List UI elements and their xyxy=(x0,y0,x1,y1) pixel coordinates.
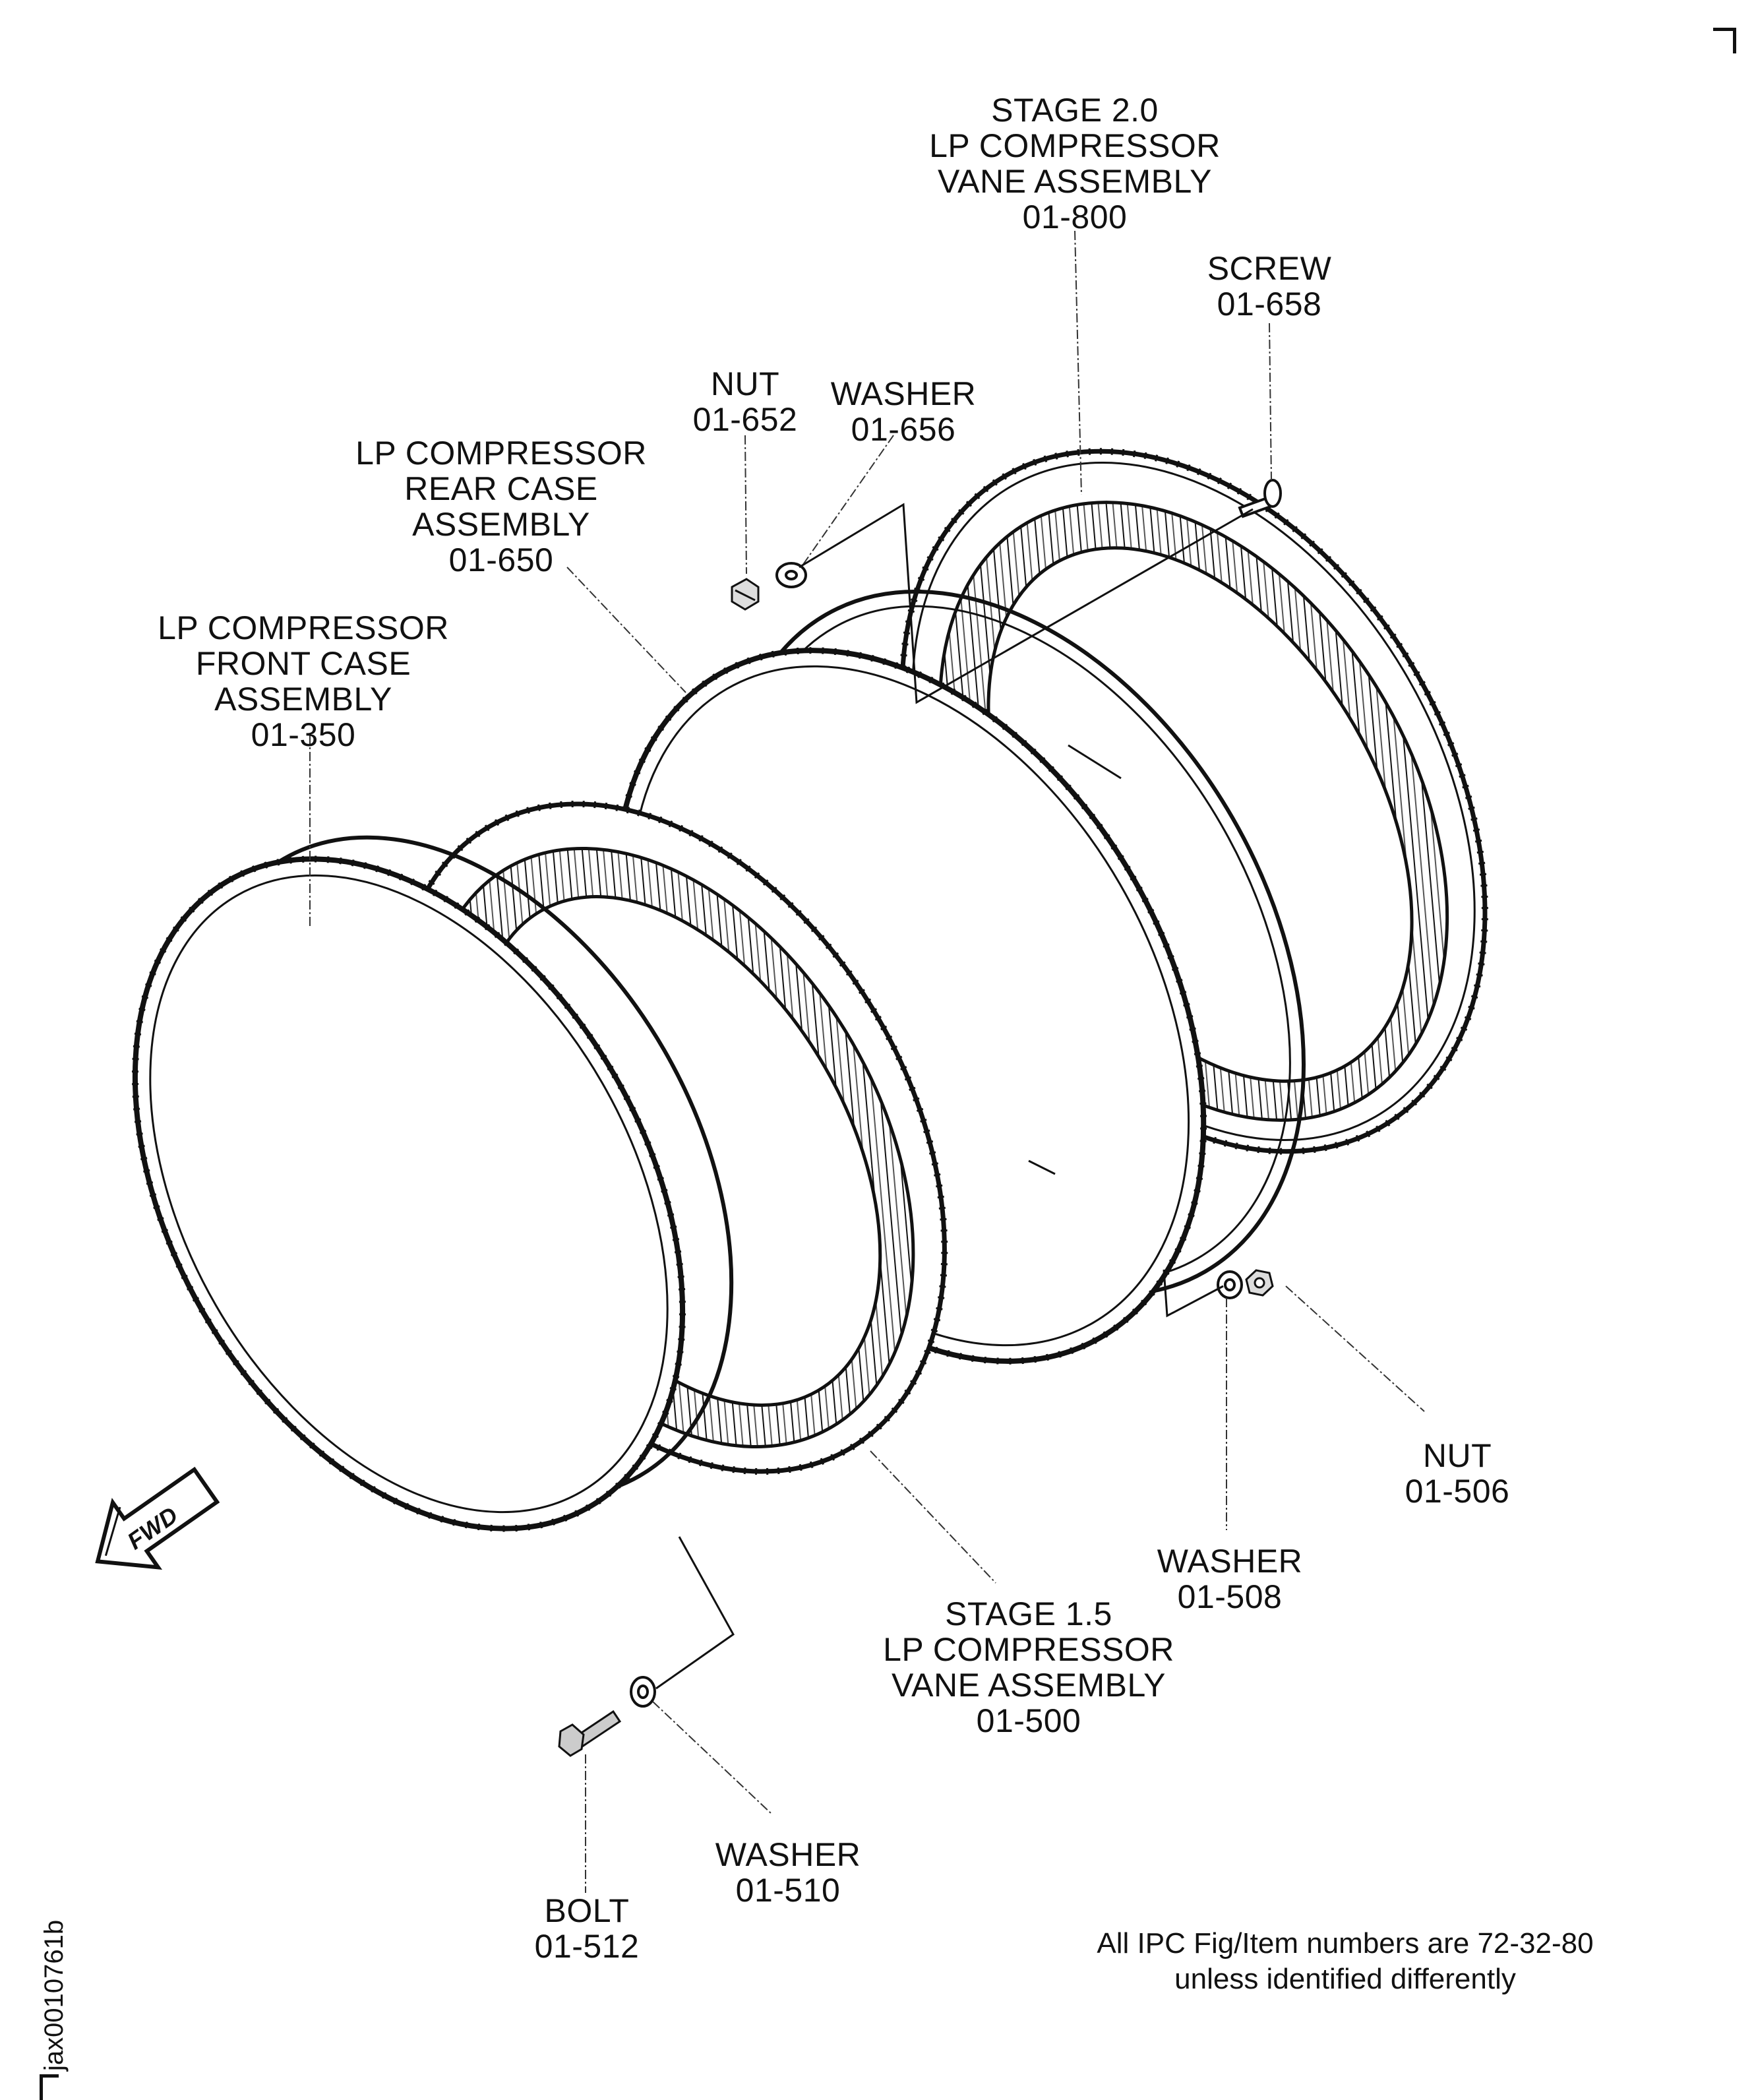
bolt-01-512-part xyxy=(558,1710,622,1757)
washer-01-656-part xyxy=(775,562,807,588)
figure-id: jax0010761b xyxy=(40,1919,69,2071)
nut-01-506-part xyxy=(1245,1269,1274,1297)
ipc-note: All IPC Fig/Item numbers are 72-32-80 un… xyxy=(1097,1927,1594,1995)
front-case-assembly xyxy=(131,835,734,1532)
leader-lines xyxy=(309,230,1425,1893)
bracket-lines xyxy=(655,503,1254,1690)
nut-01-652-part xyxy=(731,578,760,611)
corner-mark-top-right xyxy=(1713,28,1736,53)
washer-01-508-part xyxy=(1217,1270,1243,1299)
fwd-arrow xyxy=(95,1466,220,1570)
washer-01-510-part xyxy=(630,1676,656,1708)
corner-mark-bottom-left xyxy=(40,2074,59,2100)
